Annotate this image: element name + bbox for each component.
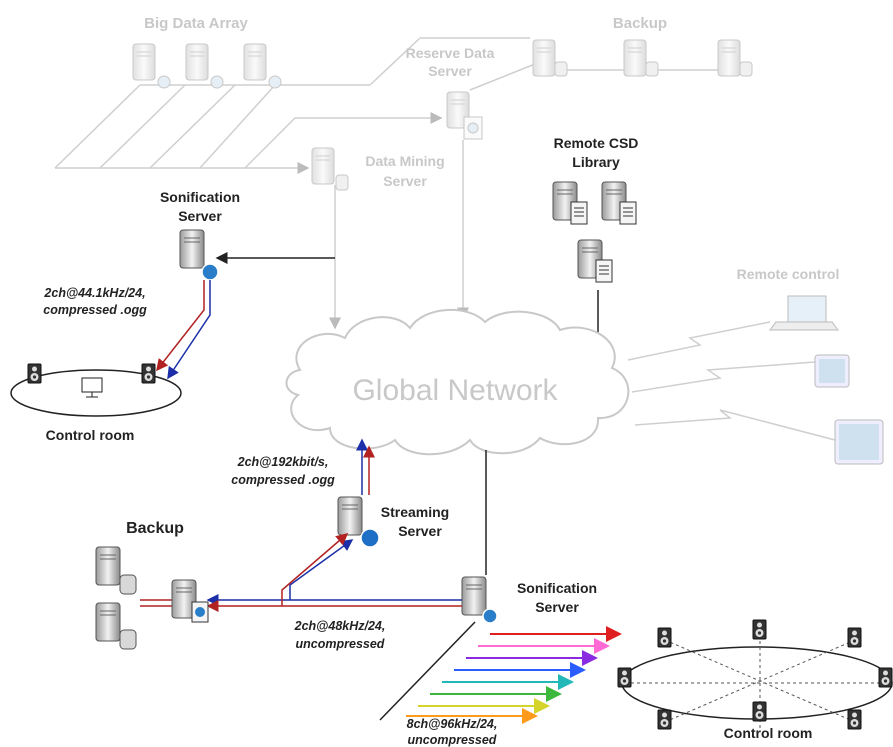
label-ch441-1: 2ch@44.1kHz/24, <box>43 286 145 300</box>
laptop-icon <box>769 295 839 331</box>
label-global-network: Global Network <box>352 374 558 407</box>
tablet-icon <box>814 354 850 388</box>
label-big-data-array: Big Data Array <box>144 15 248 32</box>
cloud-streaming-arrows <box>356 438 375 495</box>
eight-channel-arrows <box>379 621 622 724</box>
remote-control-devices <box>627 321 836 441</box>
label-ch96-2: uncompressed <box>408 733 497 747</box>
sonif-to-backup-arrows <box>206 533 462 612</box>
label-control-room-left: Control room <box>46 427 135 443</box>
sonification-server-bottom <box>461 576 498 624</box>
streaming-server <box>337 496 380 548</box>
tablet-large-icon <box>834 419 884 465</box>
data-mining-server <box>311 147 349 191</box>
label-remote-csd-2: Library <box>572 154 620 170</box>
label-reserve-2: Server <box>428 63 472 79</box>
backup-top-servers <box>532 39 753 77</box>
label-sonif-bot-1: Sonification <box>517 580 597 596</box>
control-room-right <box>617 619 893 730</box>
label-sonif-top-1: Sonification <box>160 189 240 205</box>
reserve-data-server <box>446 91 483 140</box>
sonification-server-top <box>179 229 219 281</box>
label-stream-2: compressed .ogg <box>231 473 335 487</box>
label-ch96-1: 8ch@96kHz/24, <box>407 717 498 731</box>
label-streaming-2: Server <box>398 523 442 539</box>
label-control-room-right: Control room <box>724 725 813 741</box>
label-sonif-top-2: Server <box>178 208 222 224</box>
label-remote-control: Remote control <box>737 266 840 282</box>
label-ch48-1: 2ch@48kHz/24, <box>294 619 386 633</box>
label-backup-bottom: Backup <box>126 520 184 537</box>
big-data-array-servers <box>132 43 282 89</box>
label-ch48-2: uncompressed <box>296 637 385 651</box>
control-room-left <box>10 363 182 417</box>
global-network-cloud <box>285 309 630 456</box>
label-streaming-1: Streaming <box>381 504 449 520</box>
label-datamining-1: Data Mining <box>365 153 444 169</box>
label-remote-csd-1: Remote CSD <box>554 135 639 151</box>
label-sonif-bot-2: Server <box>535 599 579 615</box>
sonif-top-to-control-arrows <box>156 280 211 380</box>
label-datamining-2: Server <box>383 173 427 189</box>
label-stream-1: 2ch@192kbit/s, <box>237 455 329 469</box>
backup-bottom-servers <box>95 546 209 650</box>
remote-csd-library-servers <box>552 181 637 352</box>
label-backup-top: Backup <box>613 15 667 32</box>
labels: Big Data Array Backup Reserve Data Serve… <box>43 15 839 747</box>
label-ch441-2: compressed .ogg <box>43 303 147 317</box>
label-reserve-1: Reserve Data <box>406 45 495 61</box>
faded-network-lines <box>54 37 740 330</box>
